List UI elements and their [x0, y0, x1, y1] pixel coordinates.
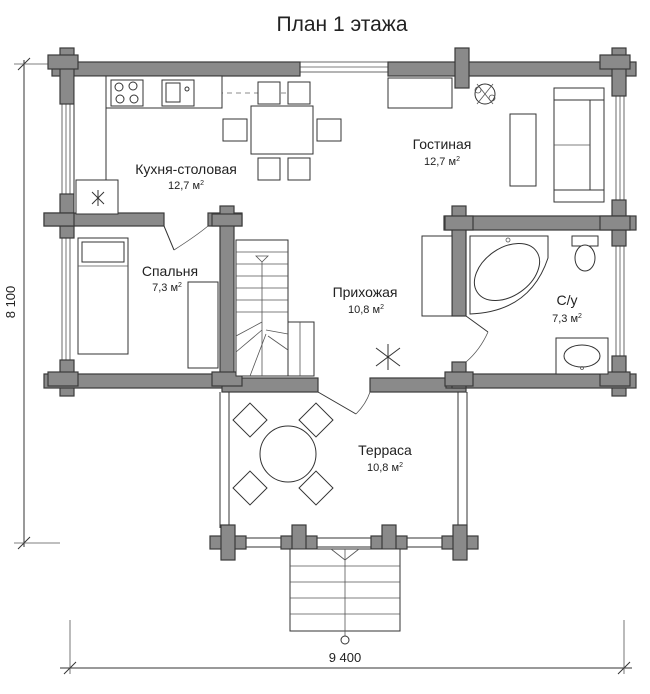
- log-corner-posts: [43, 54, 631, 387]
- sofa-icon: [553, 87, 605, 203]
- svg-text:Терраса: Терраса: [358, 442, 412, 458]
- room-label-terrace: Терраса 10,8 м2: [358, 442, 412, 474]
- svg-text:7,3 м2: 7,3 м2: [552, 313, 582, 325]
- terrace-table-icon: [232, 402, 334, 506]
- ventilation-icon: [91, 190, 105, 206]
- room-label-living: Гостиная 12,7 м2: [413, 136, 472, 168]
- plant-icon: [474, 83, 496, 105]
- terrace-railing: [219, 392, 468, 548]
- porch-steps: [289, 548, 401, 645]
- svg-text:10,8 м2: 10,8 м2: [348, 304, 384, 316]
- kitchen-counter: [73, 75, 300, 215]
- dining-table-icon: [222, 81, 342, 181]
- wardrobe-icon: [187, 281, 219, 369]
- svg-text:7,3 м2: 7,3 м2: [152, 282, 182, 294]
- svg-text:Прихожая: Прихожая: [333, 284, 398, 300]
- ceiling-light-icon: [375, 344, 401, 370]
- svg-text:Гостиная: Гостиная: [413, 136, 472, 152]
- svg-text:10,8 м2: 10,8 м2: [367, 462, 403, 474]
- hall-cabinet-icon: [421, 235, 453, 317]
- dimension-height: 8 100: [3, 57, 60, 550]
- staircase: [235, 239, 315, 377]
- dimension-width-label: 9 400: [329, 650, 362, 665]
- sink-icon: [161, 79, 195, 107]
- room-label-bedroom: Спальня 7,3 м2: [142, 263, 198, 294]
- coffee-table-icon: [509, 113, 537, 187]
- svg-text:Кухня-столовая: Кухня-столовая: [135, 161, 237, 177]
- washbasin-icon: [555, 337, 609, 375]
- tv-cabinet-icon: [387, 77, 453, 109]
- bathtub-icon: [469, 235, 549, 315]
- toilet-icon: [571, 235, 599, 272]
- dimension-height-label: 8 100: [3, 286, 18, 319]
- plan-title: План 1 этажа: [276, 13, 407, 36]
- room-label-bath: С/у 7,3 м2: [552, 292, 582, 325]
- room-label-hall: Прихожая 10,8 м2: [333, 284, 398, 316]
- stove-icon: [110, 79, 144, 107]
- svg-text:С/у: С/у: [557, 292, 578, 308]
- svg-text:Спальня: Спальня: [142, 263, 198, 279]
- doors: [163, 225, 489, 415]
- svg-text:12,7 м2: 12,7 м2: [168, 180, 204, 192]
- walls: [43, 47, 637, 397]
- bed-icon: [77, 237, 129, 355]
- svg-text:12,7 м2: 12,7 м2: [424, 156, 460, 168]
- dimension-width: 9 400: [60, 620, 632, 675]
- room-label-kitchen: Кухня-столовая 12,7 м2: [135, 161, 237, 192]
